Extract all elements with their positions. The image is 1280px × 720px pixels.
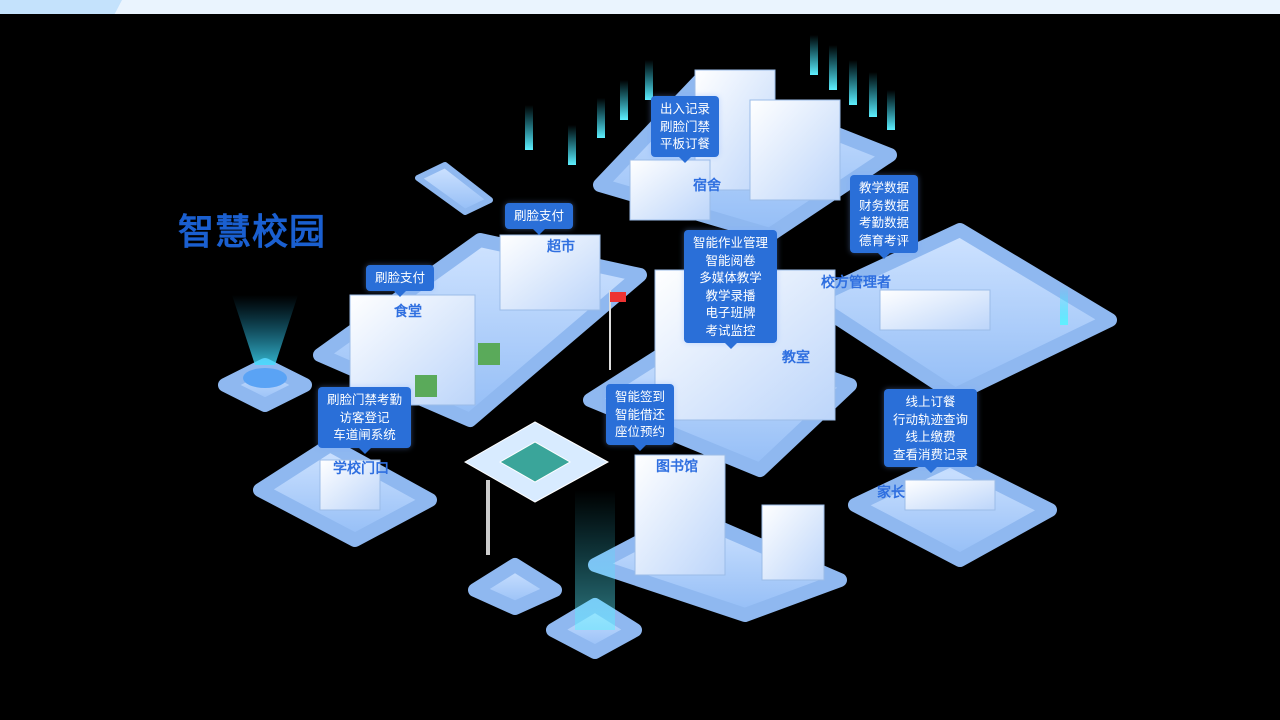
feature: 多媒体教学 [699, 270, 762, 285]
camera-base [243, 368, 287, 388]
feature: 智能借还 [615, 406, 666, 422]
label-canteen: 食堂 [394, 304, 422, 320]
feature: 教学数据 [859, 180, 910, 195]
feature: 电子班牌 [705, 305, 756, 320]
library-features: 智能签到智能借还座位预约 [606, 384, 675, 450]
feature: 考勤数据 [859, 215, 910, 230]
manager-desk [879, 289, 991, 331]
parent-features: 线上订餐行动轨迹查询线上缴费查看消费记录 [884, 389, 978, 473]
platform-chart [415, 162, 493, 215]
feature: 行动轨迹查询 [893, 411, 969, 427]
supermarket-features: 刷脸支付 [505, 203, 574, 234]
feature: 智能签到 [615, 389, 666, 404]
building-supermarket [499, 234, 601, 311]
building-canteen [349, 294, 476, 406]
feature: 平板订餐 [660, 136, 711, 151]
building-gate [319, 459, 381, 511]
label-parent: 家长 [877, 485, 905, 501]
label-dorm: 宿舍 [693, 178, 721, 194]
flag [610, 292, 626, 302]
feature: 刷脸支付 [375, 270, 426, 285]
feature: 座位预约 [615, 424, 666, 439]
feature: 刷脸门禁考勤 [327, 392, 403, 407]
trees [415, 343, 500, 397]
building-library [634, 454, 726, 576]
building-library-2 [761, 504, 825, 581]
feature: 线上缴费 [905, 429, 956, 444]
label-supermarket: 超市 [547, 239, 575, 255]
label-manager: 校方管理者 [821, 275, 891, 291]
building-dorm-3 [749, 99, 841, 201]
building-dorm-2 [629, 159, 711, 221]
manager-features: 教学数据财务数据考勤数据德育考评 [850, 175, 919, 259]
gate-features: 刷脸门禁考勤访客登记车道闸系统 [318, 387, 412, 453]
canteen-features: 刷脸支付 [366, 265, 435, 296]
parent-desk [904, 479, 996, 511]
feature: 德育考评 [859, 232, 910, 248]
feature: 智能作业管理 [693, 235, 769, 250]
camera-cone [232, 295, 298, 365]
feature: 刷脸门禁 [660, 118, 711, 134]
feature: 刷脸支付 [514, 208, 565, 223]
plaza [463, 421, 610, 503]
label-library: 图书馆 [656, 459, 698, 475]
feature: 智能阅卷 [705, 252, 756, 268]
feature: 出入记录 [660, 101, 711, 116]
feature: 线上订餐 [905, 394, 956, 409]
feature: 教学录播 [705, 287, 756, 303]
top-bar-accent [0, 0, 122, 14]
feature: 财务数据 [859, 197, 910, 213]
page-title: 智慧校园 [178, 212, 327, 253]
classroom-features: 智能作业管理智能阅卷多媒体教学教学录播电子班牌考试监控 [684, 230, 778, 349]
dorm-features: 出入记录刷脸门禁平板订餐 [651, 96, 720, 162]
platform-small-1 [468, 558, 562, 615]
label-gate: 学校门口 [333, 461, 389, 477]
feature: 访客登记 [339, 409, 390, 425]
label-classroom: 教室 [782, 350, 810, 366]
light-beams [525, 35, 1068, 630]
feature: 车道闸系统 [333, 427, 396, 442]
feature: 考试监控 [705, 322, 756, 338]
feature: 查看消费记录 [893, 446, 969, 462]
top-bar [0, 0, 1280, 14]
